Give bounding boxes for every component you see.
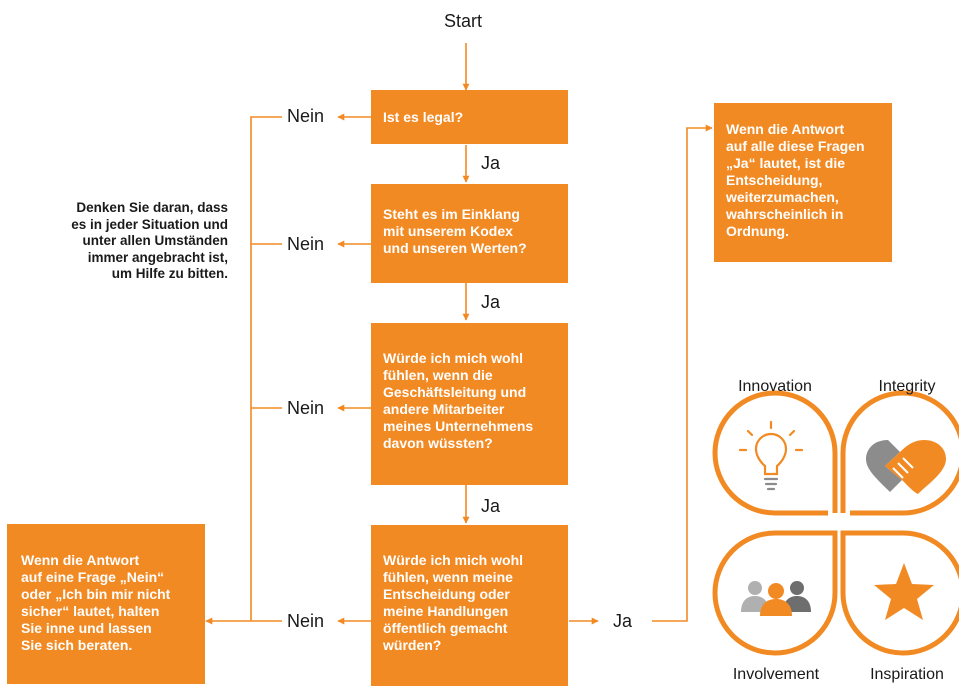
result-box-yes: Wenn die Antwort auf alle diese Fragen „… (714, 103, 892, 262)
innovation-shape (712, 390, 838, 516)
nein-collector-line (250, 116, 282, 621)
yes-label-1: Ja (481, 153, 501, 173)
handshake-icon (866, 440, 946, 494)
no-label-3: Nein (287, 398, 325, 418)
question-box-management: Würde ich mich wohl fühlen, wenn die Ges… (371, 323, 568, 485)
no-label-2: Nein (287, 234, 325, 254)
yes-label-4: Ja (613, 611, 633, 631)
question-box-code: Steht es im Einklang mit unserem Kodex u… (371, 184, 568, 283)
lightbulb-icon (738, 420, 804, 491)
value-label-inspiration: Inspiration (870, 666, 944, 683)
integrity-shape (840, 390, 959, 516)
value-label-integrity: Integrity (878, 378, 936, 395)
yes-label-2: Ja (481, 292, 501, 312)
value-label-innovation: Innovation (738, 378, 812, 395)
question-box-legal: Ist es legal? (371, 90, 568, 144)
help-note: Denken Sie daran, dass es in jeder Situa… (71, 200, 228, 281)
question-box-public: Würde ich mich wohl fühlen, wenn meine E… (371, 525, 568, 686)
start-label: Start (444, 11, 483, 31)
arrow-to-result-yes (652, 124, 713, 622)
no-label-1: Nein (287, 106, 325, 126)
star-icon (874, 563, 934, 620)
people-icon (741, 581, 811, 616)
result-box-no: Wenn die Antwort auf eine Frage „Nein“ o… (7, 524, 205, 684)
inspiration-shape (840, 530, 959, 656)
no-label-4: Nein (287, 611, 325, 631)
values-cluster (712, 390, 959, 656)
value-label-involvement: Involvement (732, 666, 820, 683)
yes-label-3: Ja (481, 496, 501, 516)
involvement-shape (712, 530, 838, 656)
